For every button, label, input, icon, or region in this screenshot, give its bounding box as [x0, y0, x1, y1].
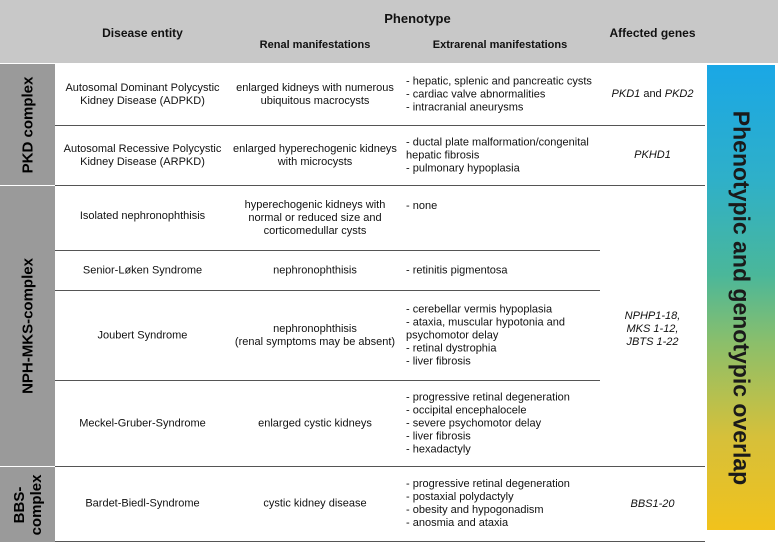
group-pkd-complex: PKD complex: [0, 64, 55, 185]
extrarenal-cell: - ductal plate malformation/congenital h…: [406, 136, 589, 174]
table-row-adpkd: Autosomal Dominant Polycystic Kidney Dis…: [55, 64, 600, 125]
disease-cell: Bardet-Biedl-Syndrome: [85, 497, 200, 510]
disease-cell: Meckel-Gruber-Syndrome: [79, 417, 206, 429]
disease-cell: Joubert Syndrome: [97, 329, 188, 341]
table-row-arpkd: Autosomal Recessive Polycystic Kidney Di…: [55, 126, 600, 185]
disease-cell: Autosomal Recessive Polycystic Kidney Di…: [63, 142, 222, 168]
table-bottom-border: [55, 541, 705, 542]
row-divider: [55, 125, 705, 126]
row-divider: [55, 380, 600, 381]
genes-nph-mks: NPHP1-18, MKS 1-12, JBTS 1-22: [624, 310, 681, 348]
genes-bbs: BBS1-20: [630, 498, 675, 510]
extrarenal-cell: - cerebellar vermis hypoplasia - ataxia,…: [406, 303, 565, 367]
table-header: Phenotype Disease entity Renal manifesta…: [0, 0, 778, 63]
group-label-nph-mks: NPH-MKS-complex: [19, 258, 36, 394]
row-divider: [55, 290, 600, 291]
row-divider: [55, 250, 600, 251]
row-divider: [55, 466, 705, 467]
table-row-joubert: Joubert Syndrome nephronophthisis (renal…: [55, 291, 600, 380]
genes-adpkd: PKD1 and PKD2: [611, 88, 694, 100]
disease-cell: Autosomal Dominant Polycystic Kidney Dis…: [65, 81, 220, 107]
table-row-meckel-gruber: Meckel-Gruber-Syndrome enlarged cystic k…: [55, 381, 600, 466]
table-row-isolated-nph: Isolated nephronophthisis hyperechogenic…: [55, 186, 600, 250]
overlap-label: Phenotypic and genotypic overlap: [728, 110, 755, 485]
disease-cell: Isolated nephronophthisis: [79, 210, 206, 222]
phenotype-header: Phenotype: [384, 11, 451, 26]
extrarenal-cell: - hepatic, splenic and pancreatic cysts …: [406, 75, 592, 113]
group-label-bbs: BBS- complex: [10, 474, 45, 535]
renal-cell: cystic kidney disease: [263, 497, 367, 510]
group-label-pkd: PKD complex: [19, 76, 36, 173]
extrarenal-manifestations-header: Extrarenal manifestations: [432, 39, 568, 51]
extrarenal-cell: - none: [406, 200, 438, 212]
renal-cell: nephronophthisis: [273, 264, 357, 276]
extrarenal-cell: - progressive retinal degeneration - occ…: [406, 391, 570, 455]
renal-cell: hyperechogenic kidneys with normal or re…: [244, 199, 386, 237]
genes-arpkd: PKHD1: [634, 149, 671, 161]
renal-cell: enlarged hyperechogenic kidneys with mic…: [233, 142, 397, 168]
group-bbs-complex: BBS- complex: [0, 467, 55, 542]
affected-genes-header: Affected genes: [609, 26, 696, 40]
renal-cell: nephronophthisis (renal symptoms may be …: [234, 322, 396, 348]
extrarenal-cell: - retinitis pigmentosa: [406, 264, 508, 276]
group-nph-mks-complex: NPH-MKS-complex: [0, 186, 55, 466]
row-divider: [55, 185, 705, 186]
table-row-senior-loken: Senior-Løken Syndrome nephronophthisis -…: [55, 251, 600, 290]
extrarenal-cell: - progressive retinal degeneration - pos…: [406, 478, 570, 529]
renal-cell: enlarged cystic kidneys: [258, 417, 372, 429]
renal-cell: enlarged kidneys with numerous ubiquitou…: [236, 81, 394, 107]
table-row-bardet-biedl: Bardet-Biedl-Syndrome cystic kidney dise…: [55, 467, 600, 541]
overlap-gradient-bar: Phenotypic and genotypic overlap: [707, 65, 775, 530]
renal-manifestations-header: Renal manifestations: [259, 39, 371, 51]
disease-cell: Senior-Løken Syndrome: [82, 264, 203, 276]
disease-entity-header: Disease entity: [102, 26, 183, 40]
